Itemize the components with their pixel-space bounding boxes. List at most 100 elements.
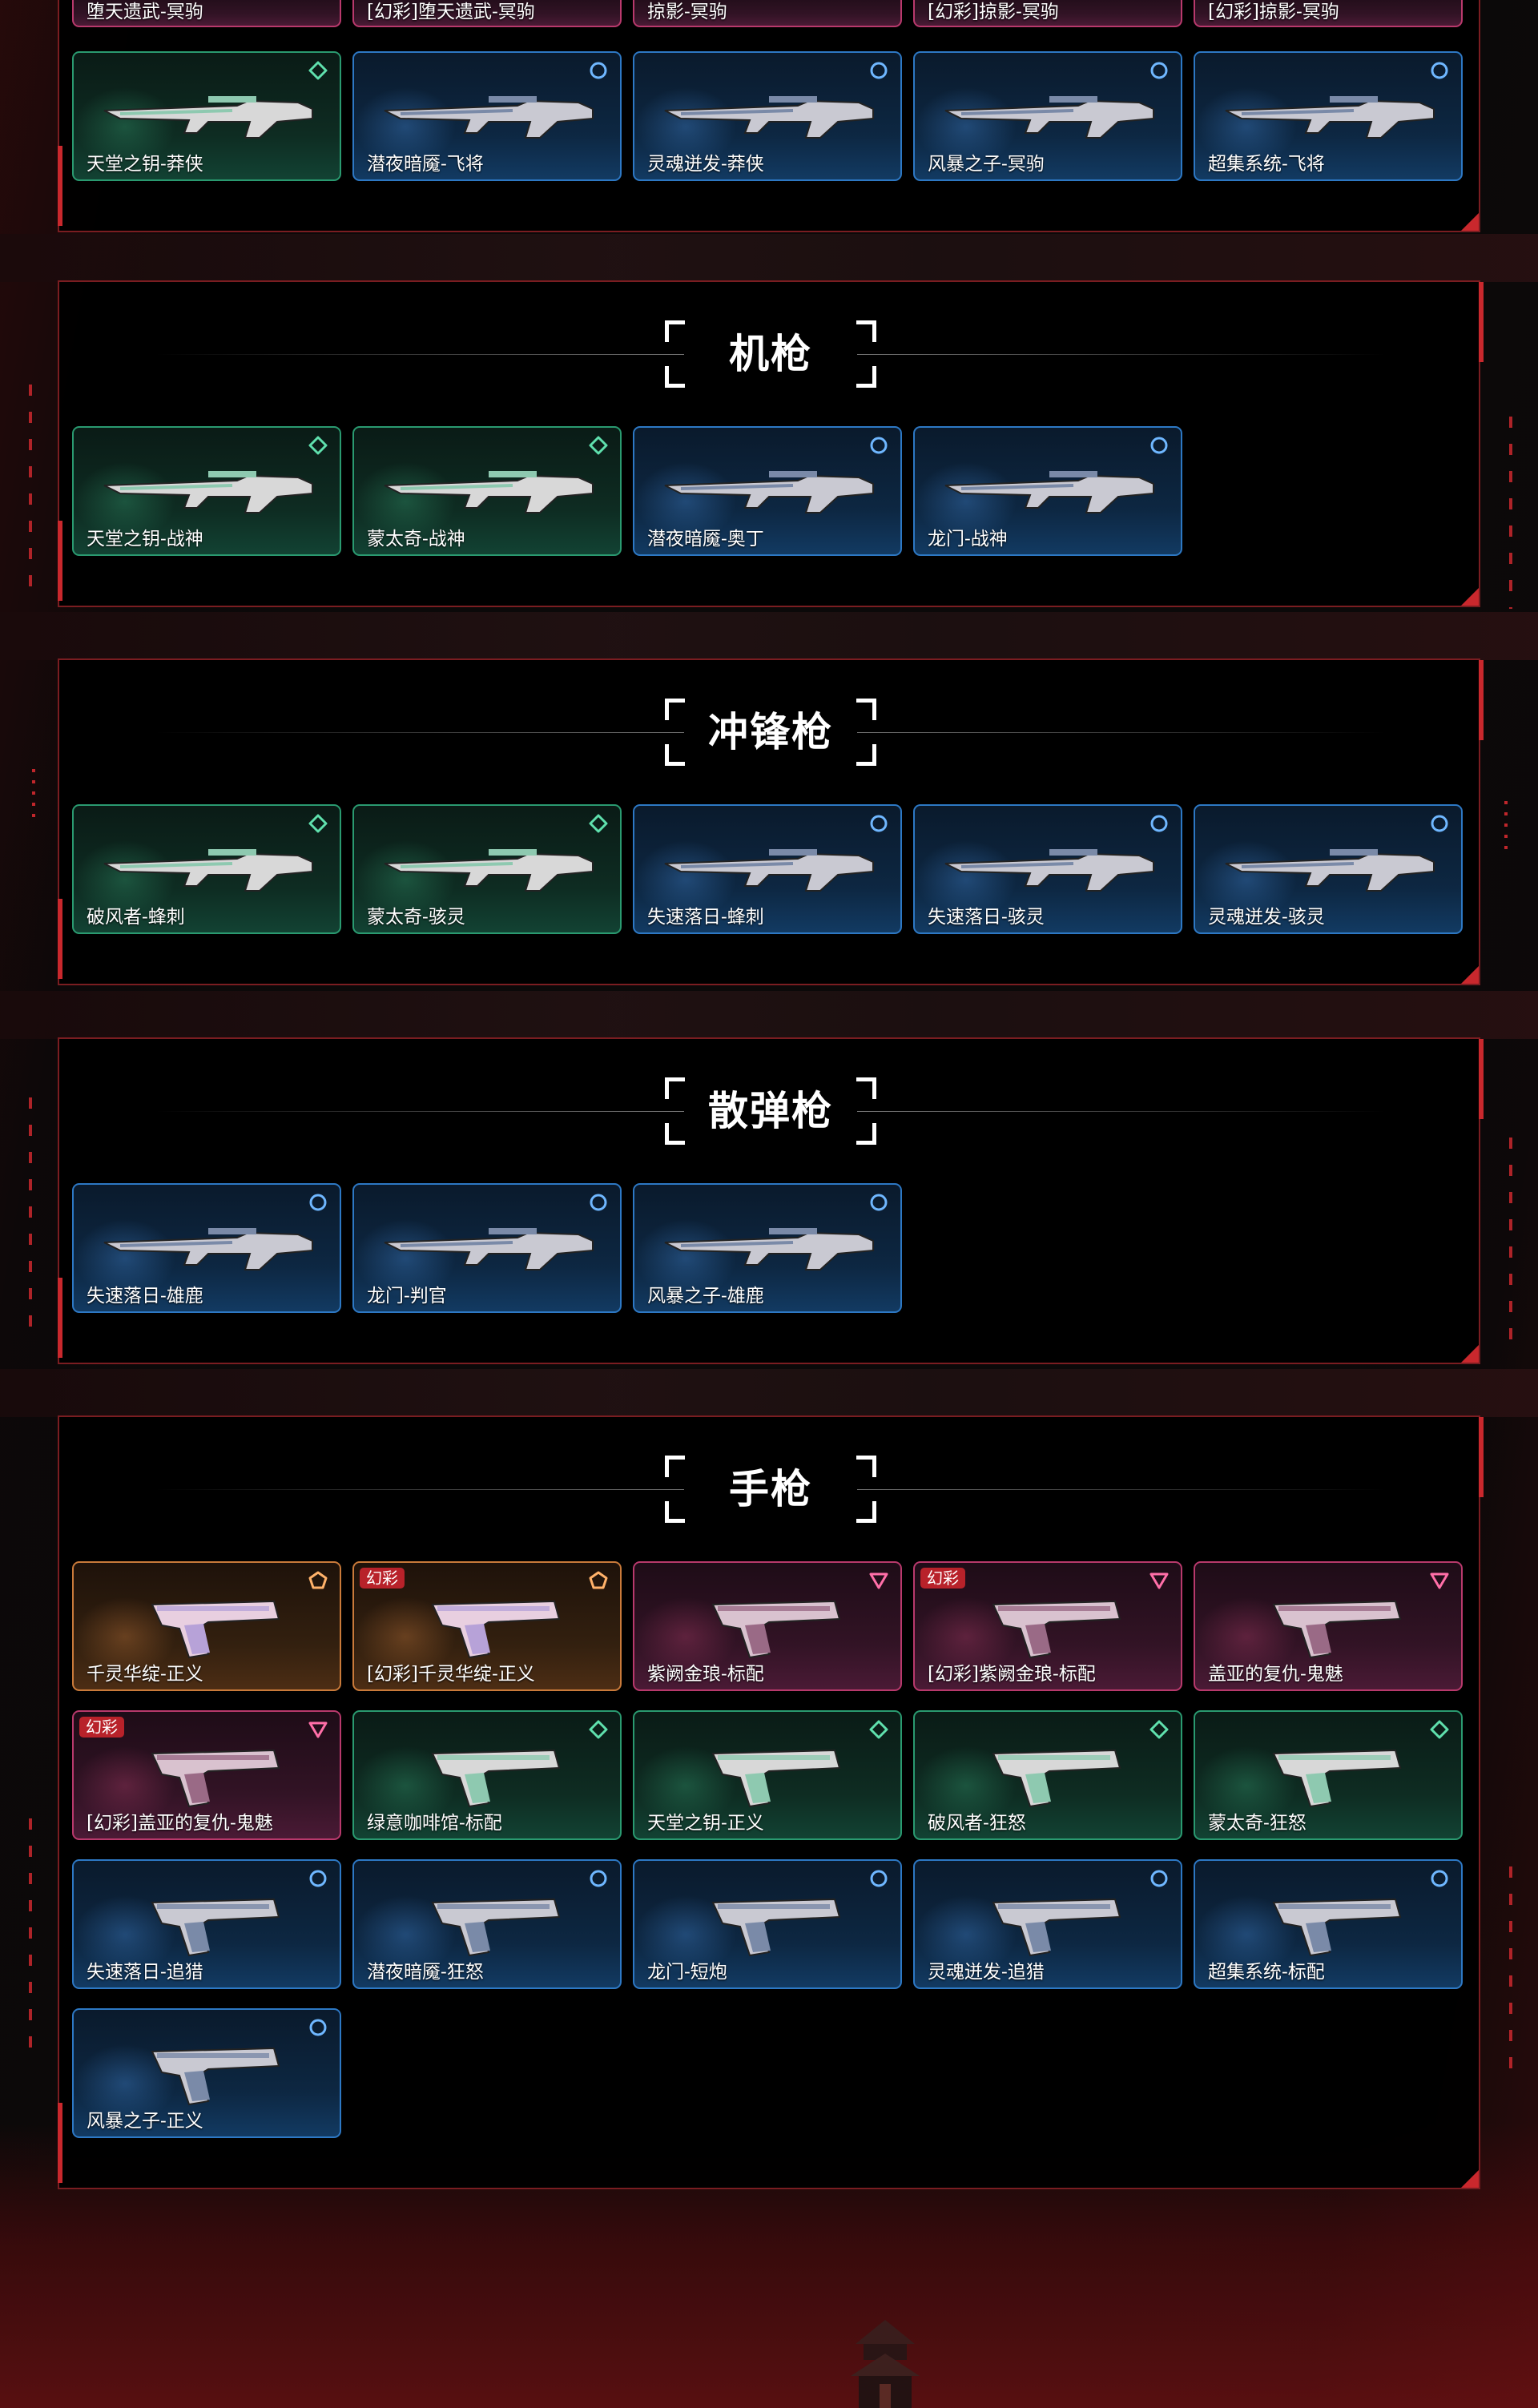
skin-name-label: 失速落日-骇灵 [928,907,1045,928]
skin-card[interactable]: 潜夜暗魇-奥丁 [633,426,902,556]
circle-ring-icon [1431,815,1448,832]
circle-ring-icon [870,62,888,79]
skin-card[interactable]: 幻彩[幻彩]紫阙金琅-标配 [913,1561,1182,1691]
skin-name-label: 绿意咖啡馆-标配 [367,1813,502,1834]
panel-corner-accent [1461,213,1479,231]
skin-card[interactable]: 龙门-战神 [913,426,1182,556]
title-bracket-frame: 散弹枪 [665,1077,876,1145]
rounded-diamond-icon [589,1720,608,1739]
skin-card[interactable]: 失速落日-蜂刺 [633,804,902,934]
skin-card[interactable]: 天堂之钥-莽侠 [72,51,341,181]
panel-corner-accent [1461,1345,1479,1363]
section-header: 手枪 [59,1449,1482,1529]
pistol-icon [151,1749,280,1808]
skin-card[interactable]: 破风者-狂怒 [913,1710,1182,1840]
circle-ring-icon [309,1870,327,1887]
skin-name-label: 龙门-判官 [367,1286,447,1307]
skin-card[interactable]: 潜夜暗魇-狂怒 [352,1859,622,1989]
rifle-icon [103,96,313,139]
skin-card[interactable]: 幻彩[幻彩]盖亚的复仇-鬼魅 [72,1710,341,1840]
skin-name-label: 龙门-短炮 [647,1962,727,1983]
skin-name-label: 蒙太奇-狂怒 [1208,1813,1306,1834]
circle-ring-icon [1150,62,1168,79]
weapon-section-panel: 冲锋枪破风者-蜂刺蒙太奇-骇灵失速落日-蜂刺失速落日-骇灵灵魂迸发-骇灵 [58,658,1484,985]
skin-name-label: [幻彩]掠影-冥驹 [1208,2,1339,22]
rounded-diamond-icon [869,1720,888,1739]
skin-name-label: 超集系统-飞将 [1208,154,1325,175]
circle-ring-icon [870,437,888,454]
rounded-diamond-icon [1430,1720,1449,1739]
circle-ring-icon [590,1870,607,1887]
skin-card[interactable]: 幻彩[幻彩]千灵华绽-正义 [352,1561,622,1691]
skin-name-label: 破风者-狂怒 [928,1813,1026,1834]
panel-accent-bar [1479,282,1484,362]
skin-name-label: 灵魂迸发-骇灵 [1208,907,1325,928]
skin-card[interactable]: 超集系统-标配 [1194,1859,1463,1989]
skin-card[interactable]: 失速落日-雄鹿 [72,1183,341,1313]
rifle-icon [103,849,313,892]
skin-card[interactable]: 龙门-短炮 [633,1859,902,1989]
rounded-diamond-icon [1149,1720,1169,1739]
skin-card[interactable]: 风暴之子-正义 [72,2008,341,2138]
skin-card[interactable]: 风暴之子-冥驹 [913,51,1182,181]
side-decor-dash [1509,1138,1512,1346]
pistol-icon [431,1749,561,1808]
skin-card[interactable]: 天堂之钥-正义 [633,1710,902,1840]
skin-name-label: 天堂之钥-战神 [87,529,203,550]
side-decor-dash [1509,1866,1512,2083]
skin-card[interactable]: 天堂之钥-战神 [72,426,341,556]
skin-name-label: 龙门-战神 [928,529,1008,550]
panel-accent-bar [1479,1039,1484,1119]
skin-card[interactable]: 绿意咖啡馆-标配 [352,1710,622,1840]
skin-name-label: 失速落日-蜂刺 [647,907,764,928]
skin-card[interactable]: 紫阙金琅-标配 [633,1561,902,1691]
rounded-diamond-icon [308,814,328,833]
variant-badge: 幻彩 [360,1568,405,1589]
skin-card[interactable]: 失速落日-追猎 [72,1859,341,1989]
pistol-icon [992,1749,1121,1808]
skin-card[interactable]: 堕天遗武-冥驹 [72,0,341,27]
skin-card[interactable]: 蒙太奇-战神 [352,426,622,556]
skin-card[interactable]: 灵魂迸发-骇灵 [1194,804,1463,934]
pistol-icon [431,1898,561,1957]
circle-ring-icon [870,1870,888,1887]
skin-card[interactable]: [幻彩]掠影-冥驹 [1194,0,1463,27]
skin-card[interactable]: 蒙太奇-狂怒 [1194,1710,1463,1840]
skin-card[interactable]: 掠影-冥驹 [633,0,902,27]
skin-card[interactable]: 龙门-判官 [352,1183,622,1313]
header-rule [857,1489,1386,1490]
skin-card[interactable]: 失速落日-骇灵 [913,804,1182,934]
panel-accent-bar [58,2103,62,2183]
skin-name-label: 风暴之子-冥驹 [928,154,1045,175]
rifle-icon [944,471,1154,513]
panel-corner-accent [1461,588,1479,606]
rounded-diamond-icon [589,436,608,455]
skin-card[interactable]: 超集系统-飞将 [1194,51,1463,181]
rifle-icon [384,471,594,513]
background-band [0,612,1538,660]
skin-card[interactable]: [幻彩]掠影-冥驹 [913,0,1182,27]
inverted-triangle-icon [1149,1572,1169,1589]
skin-card[interactable]: 破风者-蜂刺 [72,804,341,934]
skin-name-label: [幻彩]紫阙金琅-标配 [928,1664,1096,1685]
skin-card[interactable]: 灵魂迸发-追猎 [913,1859,1182,1989]
skin-name-label: 破风者-蜂刺 [87,907,185,928]
skin-card[interactable]: 灵魂迸发-莽侠 [633,51,902,181]
sniper-section-panel: 堕天遗武-冥驹 [幻彩]堕天遗武-冥驹掠影-冥驹 [幻彩]掠影-冥驹 [幻彩]掠影-冥… [58,0,1480,232]
skin-card[interactable]: 千灵华绽-正义 [72,1561,341,1691]
skin-card[interactable]: 风暴之子-雄鹿 [633,1183,902,1313]
side-decor-dots [1504,801,1508,849]
rifle-icon [384,849,594,892]
rifle-icon [664,849,874,892]
skin-card[interactable]: 蒙太奇-骇灵 [352,804,622,934]
skin-card[interactable]: 潜夜暗魇-飞将 [352,51,622,181]
skin-name-label: 风暴之子-雄鹿 [647,1286,764,1307]
section-title: 机枪 [729,331,812,377]
pentagon-icon [589,1571,608,1589]
skin-card[interactable]: [幻彩]堕天遗武-冥驹 [352,0,622,27]
skin-card[interactable]: 盖亚的复仇-鬼魅 [1194,1561,1463,1691]
pistol-icon [1272,1749,1402,1808]
circle-ring-icon [1150,1870,1168,1887]
skin-name-label: 超集系统-标配 [1208,1962,1325,1983]
rifle-icon [944,849,1154,892]
